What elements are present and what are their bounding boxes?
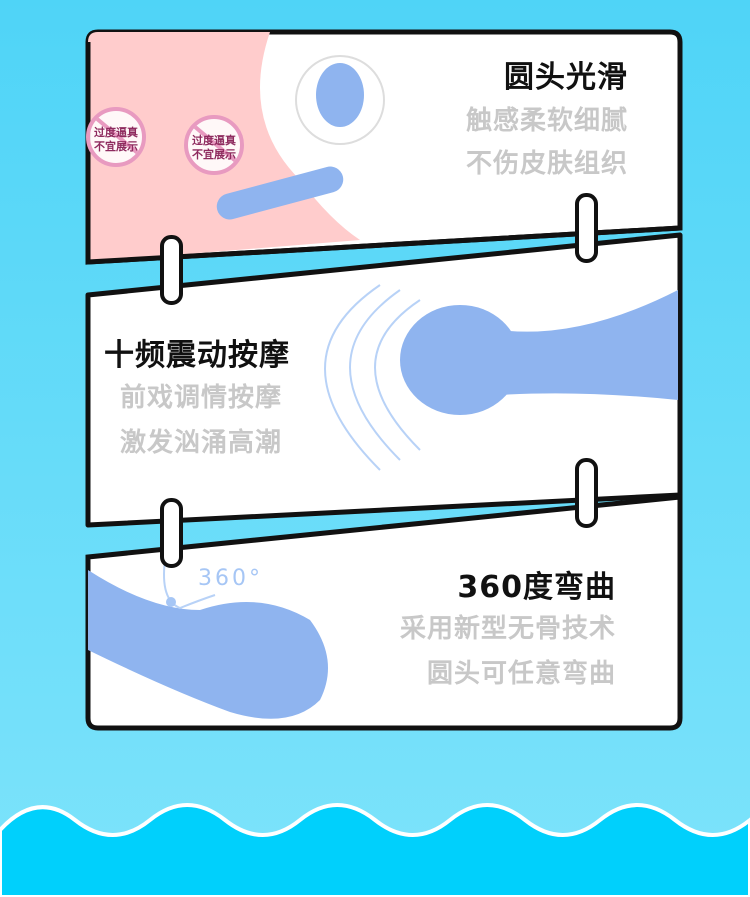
angle-label: 360° (198, 566, 263, 591)
panel-3-line-1: 采用新型无骨技术 (399, 614, 616, 644)
panel-3-title: 360度弯曲 (457, 570, 616, 605)
censor-badge: 过度逼真不宜展示 (184, 115, 244, 175)
panel-1-title: 圆头光滑 (504, 60, 628, 95)
censor-text-1: 过度逼真 (94, 126, 138, 139)
censor-text-1: 过度逼真 (192, 134, 236, 147)
censor-badge: 过度逼真不宜展示 (86, 107, 146, 167)
panel-2-line-1: 前戏调情按摩 (120, 383, 283, 413)
panel-1-line-1: 触感柔软细腻 (465, 106, 628, 136)
panel-3-line-2: 圆头可任意弯曲 (426, 659, 616, 689)
wave-decoration (0, 803, 750, 897)
censor-text-2: 不宜展示 (192, 148, 236, 161)
censor-text-2: 不宜展示 (94, 140, 138, 153)
panel-1-line-2: 不伤皮肤组织 (465, 149, 628, 179)
panel-2-line-2: 激发汹涌高潮 (120, 428, 283, 458)
panel-clips (160, 193, 598, 568)
product-head (400, 305, 520, 415)
panel-2-title: 十频震动按摩 (104, 338, 290, 373)
